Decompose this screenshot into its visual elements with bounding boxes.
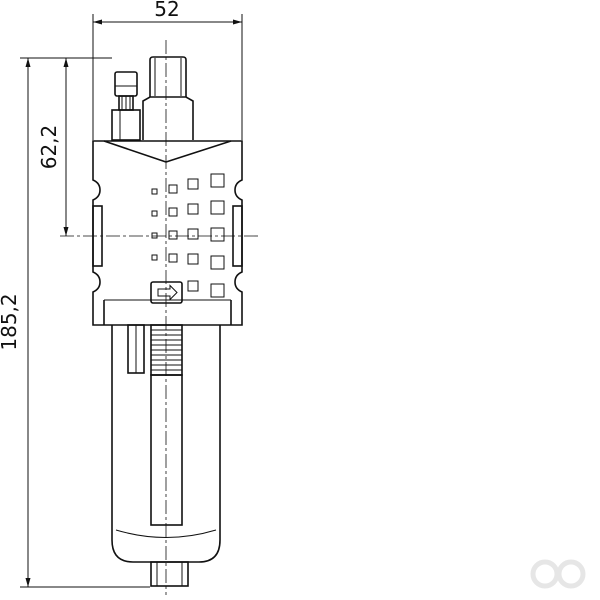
adjustment-knob [142,56,194,140]
infinity-logo [530,559,586,589]
sight-indicator-squares [151,173,225,298]
width-dimension: 52 [92,0,243,140]
housing-body [92,140,243,326]
left-port [92,205,103,267]
width-dimension-label: 52 [154,0,179,21]
total-height-dimension: 185,2 [0,57,150,588]
drain-fitting [150,561,189,587]
fill-screw [111,71,141,141]
inner-stem [150,374,183,526]
upper-height-dimension: 62,2 [37,58,69,236]
flow-direction-arrow [150,281,183,304]
total-height-label: 185,2 [0,293,21,350]
threaded-column [150,324,183,376]
upper-height-label: 62,2 [37,125,61,170]
right-port [232,205,243,267]
